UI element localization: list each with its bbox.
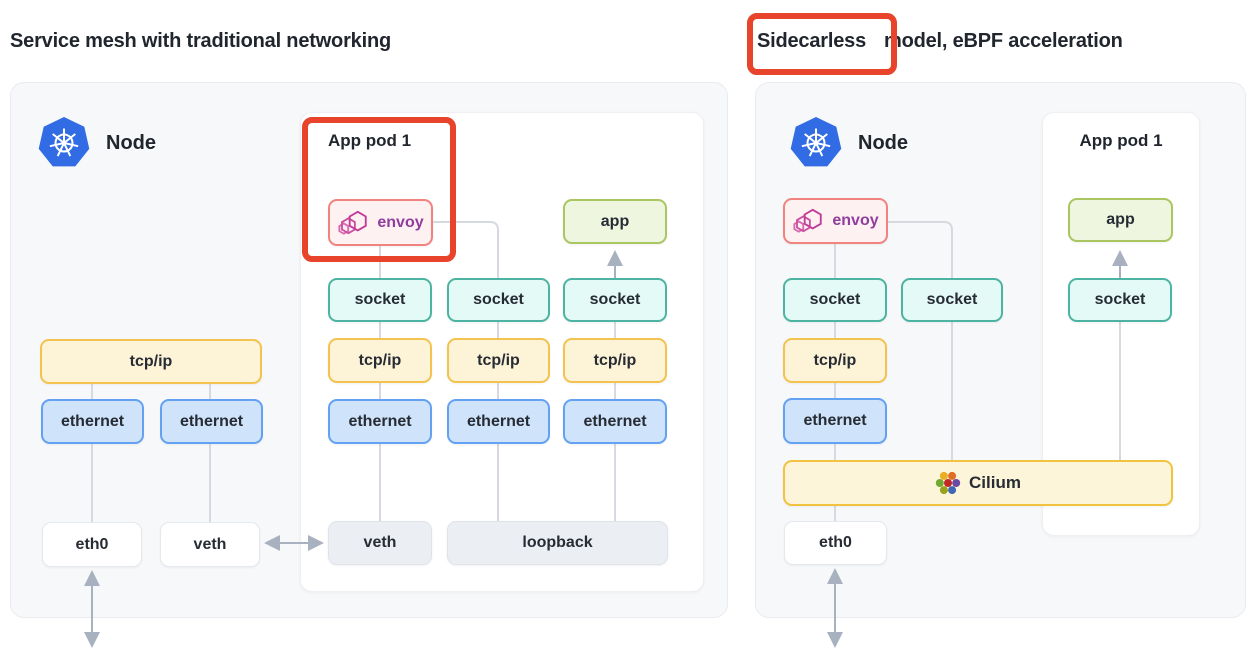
box-eth0-left: eth0 — [42, 522, 142, 567]
box-ethernet-left-pod-2: ethernet — [447, 399, 550, 444]
box-loopback: loopback — [447, 521, 668, 565]
box-tcpip-left-2: tcp/ip — [447, 338, 550, 383]
kubernetes-icon — [790, 117, 842, 167]
right-title: Sidecarless model, eBPF acceleration — [757, 30, 1123, 53]
box-ethernet-left-pod-1: ethernet — [328, 399, 432, 444]
box-veth-pod: veth — [328, 521, 432, 565]
left-node-label: Node — [106, 131, 156, 154]
box-socket-right-pod: socket — [1068, 278, 1172, 322]
kubernetes-icon — [38, 117, 90, 167]
left-pod-title: App pod 1 — [328, 131, 412, 150]
box-socket-right-1: socket — [783, 278, 887, 322]
box-cilium: Cilium — [783, 460, 1173, 506]
left-title: Service mesh with traditional networking — [10, 30, 391, 52]
box-envoy-right: envoy — [783, 198, 888, 244]
box-tcpip-left-1: tcp/ip — [328, 338, 432, 383]
box-ethernet-host-left-2: ethernet — [160, 399, 263, 444]
box-tcpip-host-left: tcp/ip — [40, 339, 262, 384]
highlight-annotation-sidecarless — [747, 13, 897, 75]
box-app-left: app — [563, 199, 667, 244]
cilium-icon — [935, 471, 961, 495]
box-socket-left-1: socket — [328, 278, 432, 322]
box-tcpip-right: tcp/ip — [783, 338, 887, 383]
box-ethernet-right: ethernet — [783, 398, 887, 444]
envoy-icon — [793, 208, 823, 233]
box-socket-left-3: socket — [563, 278, 667, 322]
envoy-label: envoy — [377, 213, 424, 231]
box-socket-right-2: socket — [901, 278, 1003, 322]
envoy-label: envoy — [832, 212, 879, 229]
box-socket-left-2: socket — [447, 278, 550, 322]
box-ethernet-left-pod-3: ethernet — [563, 399, 667, 444]
right-title-rest: model, eBPF acceleration — [884, 30, 1123, 52]
right-title-highlighted-word: Sidecarless — [757, 30, 866, 52]
left-node-header: Node — [38, 117, 156, 169]
cilium-label: Cilium — [969, 473, 1021, 492]
highlight-annotation-app-pod-envoy — [302, 117, 456, 262]
box-envoy-left: envoy — [328, 199, 433, 246]
box-app-right: app — [1068, 198, 1173, 242]
box-ethernet-host-left-1: ethernet — [41, 399, 144, 444]
box-veth-host: veth — [160, 522, 260, 567]
right-node-label: Node — [858, 131, 908, 154]
envoy-icon — [338, 210, 368, 235]
right-pod-title: App pod 1 — [1079, 131, 1163, 150]
box-tcpip-left-3: tcp/ip — [563, 338, 667, 383]
right-node-header: Node — [790, 117, 908, 169]
box-eth0-right: eth0 — [784, 521, 887, 565]
